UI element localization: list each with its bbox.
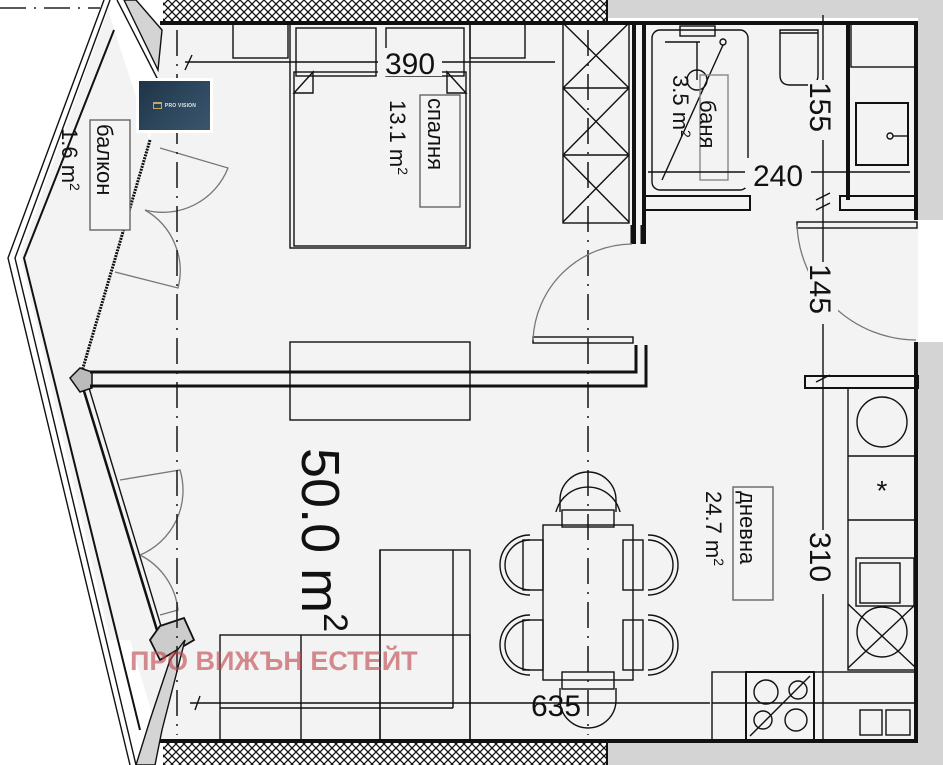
exterior-bottom-right bbox=[605, 742, 943, 765]
sofa-chaise bbox=[379, 549, 471, 741]
bed bbox=[289, 22, 471, 249]
cabinet-drawer bbox=[885, 709, 911, 736]
kitchen-sink-icon bbox=[856, 606, 908, 658]
burner bbox=[753, 710, 773, 730]
fridge-star-icon: * bbox=[877, 475, 888, 506]
svg-text:13.1 m2: 13.1 m2 bbox=[385, 100, 411, 175]
bedroom-area: 13.1 m bbox=[385, 100, 410, 167]
bath-diagonal bbox=[661, 44, 724, 181]
dim-kitchen-length: 310 bbox=[803, 532, 836, 582]
balcony-railing-mid bbox=[14, 0, 137, 765]
hatched-wall-bottom bbox=[163, 742, 607, 765]
tv-unit bbox=[289, 341, 471, 421]
washer-icon bbox=[856, 396, 908, 448]
svg-text:3.5 m2: 3.5 m2 bbox=[668, 75, 694, 138]
logo-badge: PRO VISION bbox=[139, 81, 210, 130]
partition-wall bbox=[90, 345, 648, 388]
svg-text:24.7 m2: 24.7 m2 bbox=[701, 491, 727, 566]
burner bbox=[784, 708, 808, 732]
dim-bath-width: 240 bbox=[753, 160, 803, 193]
balcony-door-swing-1 bbox=[144, 147, 229, 213]
oven-door bbox=[859, 562, 901, 604]
balcony-area: 1.6 m bbox=[57, 128, 82, 183]
bath-tap bbox=[679, 25, 716, 37]
bedroom-label-box bbox=[419, 94, 461, 208]
burner bbox=[753, 679, 779, 705]
window-upper bbox=[78, 139, 152, 379]
balcony-railing-outer bbox=[7, 0, 131, 765]
burner bbox=[788, 680, 808, 700]
counter bbox=[850, 21, 917, 68]
bathroom-name: баня bbox=[695, 100, 720, 148]
dining-table bbox=[542, 524, 634, 681]
watermark: ПРО ВИЖЪН ЕСТЕЙТ bbox=[130, 646, 418, 676]
dim-tick bbox=[194, 695, 201, 711]
bath-label-guide bbox=[699, 74, 729, 181]
sink-cross bbox=[847, 603, 917, 669]
kitchen-wall-segment bbox=[839, 195, 917, 211]
dim-tick bbox=[184, 54, 193, 71]
oven bbox=[855, 557, 915, 607]
svg-text:50.0 m2: 50.0 m2 bbox=[290, 448, 354, 632]
wardrobe bbox=[562, 22, 630, 224]
superscript: 2 bbox=[67, 183, 83, 191]
superscript: 2 bbox=[316, 613, 354, 632]
wardrobe-cross bbox=[562, 22, 630, 223]
balcony-edge bbox=[116, 0, 159, 81]
balcony-door-swing-2 bbox=[114, 209, 181, 289]
blanket-fold bbox=[292, 70, 468, 94]
dining-chairs bbox=[499, 471, 679, 729]
superscript: 2 bbox=[711, 558, 727, 566]
bathroom-area: 3.5 m bbox=[668, 75, 693, 130]
washbasin bbox=[855, 102, 909, 166]
living-name: дневна bbox=[735, 491, 760, 565]
kitchen-counter bbox=[847, 387, 917, 671]
balcony-label-box bbox=[89, 119, 131, 231]
column-mid bbox=[69, 367, 93, 393]
superscript: 2 bbox=[678, 130, 694, 138]
window-lower bbox=[78, 377, 162, 641]
cabinet-drawer bbox=[859, 709, 883, 736]
pillow-left bbox=[295, 27, 377, 77]
superscript: 2 bbox=[395, 167, 411, 175]
exterior-top-right bbox=[605, 0, 943, 18]
total-area: 50.0 m bbox=[290, 448, 350, 613]
cooktop bbox=[745, 671, 815, 741]
logo-text: PRO VISION bbox=[164, 102, 197, 109]
hatched-wall-top bbox=[163, 0, 607, 22]
bedroom-name: спалня bbox=[423, 98, 448, 170]
window-lower-inner bbox=[85, 377, 165, 637]
dim-hall-width: 145 bbox=[803, 264, 836, 314]
svg-text:1.6 m2: 1.6 m2 bbox=[57, 128, 83, 191]
column-bottom-base bbox=[135, 639, 186, 765]
balcony-name: балкон bbox=[92, 124, 117, 195]
cooktop-diagonal bbox=[749, 675, 811, 737]
column-top bbox=[123, 0, 163, 73]
dim-living-width: 635 bbox=[531, 690, 581, 723]
nightstand-left bbox=[232, 22, 289, 59]
exterior-right-top bbox=[918, 18, 943, 220]
dim-bedroom-width: 390 bbox=[385, 48, 435, 81]
bath-wall-bottom bbox=[643, 195, 751, 211]
living-door-swing-2 bbox=[139, 554, 179, 616]
dim-bath-height: 155 bbox=[803, 82, 836, 132]
living-area: 24.7 m bbox=[701, 491, 726, 558]
building-icon bbox=[152, 102, 162, 109]
pro-vision-logo: PRO VISION bbox=[136, 78, 213, 133]
living-label-box bbox=[732, 486, 774, 601]
bedroom-door-swing bbox=[532, 243, 633, 341]
bathtub bbox=[651, 29, 749, 191]
exterior-right-bottom bbox=[918, 342, 943, 742]
dim-tick bbox=[815, 192, 831, 383]
balcony-railing-inner bbox=[22, 29, 141, 731]
